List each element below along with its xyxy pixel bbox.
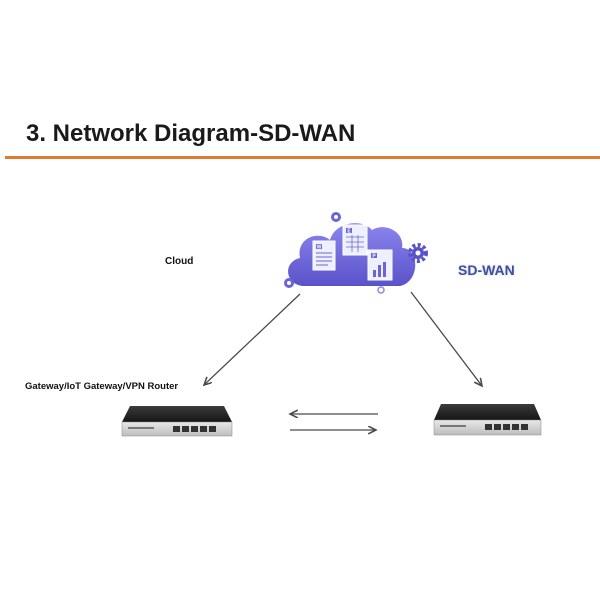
word-document-icon: W xyxy=(312,240,336,271)
excel-doc-letter: E xyxy=(347,229,351,235)
cloud-label: Cloud xyxy=(165,256,194,267)
cloud-icon: W E P xyxy=(288,223,416,286)
gear-icon xyxy=(331,212,341,222)
ppt-doc-letter: P xyxy=(372,254,376,260)
arrow-cloud-to-left-router xyxy=(204,293,301,385)
gear-icon xyxy=(408,243,428,263)
gear-icon xyxy=(377,286,385,294)
gear-icon xyxy=(284,278,294,288)
word-doc-letter: W xyxy=(317,245,322,251)
presentation-document-icon: P xyxy=(367,249,393,281)
gateway-label: Gateway/IoT Gateway/VPN Router xyxy=(25,381,179,392)
left-router-icon xyxy=(121,406,233,437)
page-title: 3. Network Diagram-SD-WAN xyxy=(26,120,356,147)
arrow-cloud-to-right-router xyxy=(410,291,482,386)
title-divider xyxy=(5,156,600,159)
sdwan-label: SD-WAN xyxy=(458,262,515,278)
spreadsheet-document-icon: E xyxy=(342,224,368,256)
right-router-icon xyxy=(433,404,542,436)
